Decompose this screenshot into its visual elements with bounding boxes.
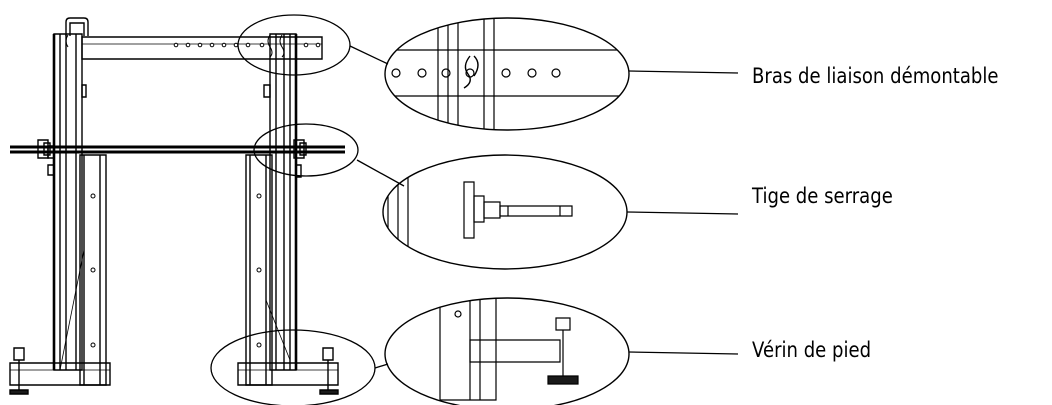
arm-pins [66,35,284,57]
detail-foot [385,290,629,405]
main-frame [10,18,345,394]
label-leaders [627,71,738,354]
connector-lines [350,46,404,368]
foot-jacks [10,348,338,394]
detail-arm [370,0,670,200]
left-inner-post [60,155,106,385]
clamping-rod [10,140,345,158]
highlight-ellipses [211,15,375,405]
top-handle [66,18,88,36]
highlight-foot [211,330,375,405]
highlight-rod [254,124,358,176]
label-clamping-rod: Tige de serrage [752,184,893,208]
label-foot-jack: Vérin de pied [752,338,872,362]
right-upright [264,34,301,370]
arm-holes [174,43,320,47]
label-detachable-arm: Bras de liaison démontable [752,64,999,88]
highlight-arm [238,15,350,75]
base-foot [10,363,338,385]
detail-rod [380,140,627,280]
connecting-arm [82,37,322,59]
post-holes [91,194,261,347]
